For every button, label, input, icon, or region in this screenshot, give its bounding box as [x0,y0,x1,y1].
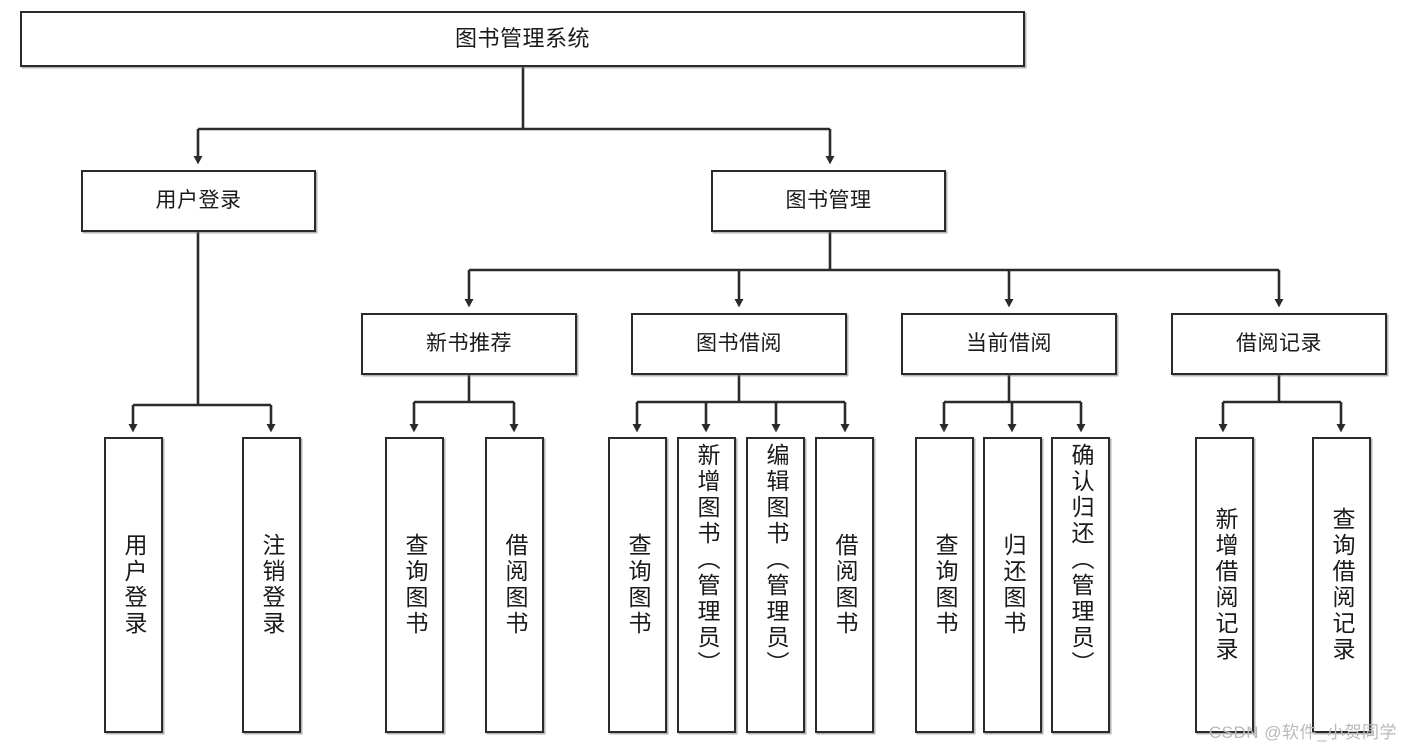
node-user-login[interactable]: 用户登录 [81,170,316,232]
node-label: 注销登录 [259,533,285,637]
node-leaf-confirm-return[interactable]: 确认归还（管理员） [1051,437,1110,733]
node-leaf-add-book[interactable]: 新增图书（管理员） [677,437,736,733]
node-label: 借阅图书 [832,533,858,637]
node-leaf-edit-book[interactable]: 编辑图书（管理员） [746,437,805,733]
node-leaf-query-book-current[interactable]: 查询图书 [915,437,974,733]
node-leaf-query-book-recommend[interactable]: 查询图书 [385,437,444,733]
node-label: 查询图书 [932,533,958,637]
node-book-manage[interactable]: 图书管理 [711,170,946,232]
node-label: 图书管理 [785,188,872,212]
node-leaf-borrow-book[interactable]: 借阅图书 [815,437,874,733]
node-leaf-logout-login[interactable]: 注销登录 [242,437,301,733]
node-label: 借阅记录 [1236,331,1322,355]
node-label: 查询借阅记录 [1329,507,1355,663]
node-label: 借阅图书 [502,533,528,637]
node-label: 用户登录 [155,188,242,212]
node-label: 图书管理系统 [454,26,590,52]
node-leaf-add-record[interactable]: 新增借阅记录 [1195,437,1254,733]
node-label: 确认归还（管理员） [1068,443,1094,677]
node-root-system[interactable]: 图书管理系统 [20,11,1025,67]
node-label: 新书推荐 [426,331,512,355]
node-leaf-return-book[interactable]: 归还图书 [983,437,1042,733]
csdn-watermark: CSDN @软件_小贺同学 [1208,723,1397,742]
node-label: 查询图书 [402,533,428,637]
node-label: 新增借阅记录 [1212,507,1238,663]
node-label: 查询图书 [625,533,651,637]
node-current-borrow[interactable]: 当前借阅 [901,313,1117,375]
node-leaf-user-login[interactable]: 用户登录 [104,437,163,733]
node-leaf-borrow-book-recommend[interactable]: 借阅图书 [485,437,544,733]
node-label: 图书借阅 [696,331,782,355]
node-label: 新增图书（管理员） [694,443,720,677]
node-leaf-query-record[interactable]: 查询借阅记录 [1312,437,1371,733]
node-label: 编辑图书（管理员） [763,443,789,677]
node-label: 归还图书 [1000,533,1026,637]
node-label: 用户登录 [121,533,147,637]
node-new-book-recommend[interactable]: 新书推荐 [361,313,577,375]
node-leaf-query-book-borrow[interactable]: 查询图书 [608,437,667,733]
node-label: 当前借阅 [966,331,1052,355]
node-borrow-record[interactable]: 借阅记录 [1171,313,1387,375]
node-book-borrow[interactable]: 图书借阅 [631,313,847,375]
